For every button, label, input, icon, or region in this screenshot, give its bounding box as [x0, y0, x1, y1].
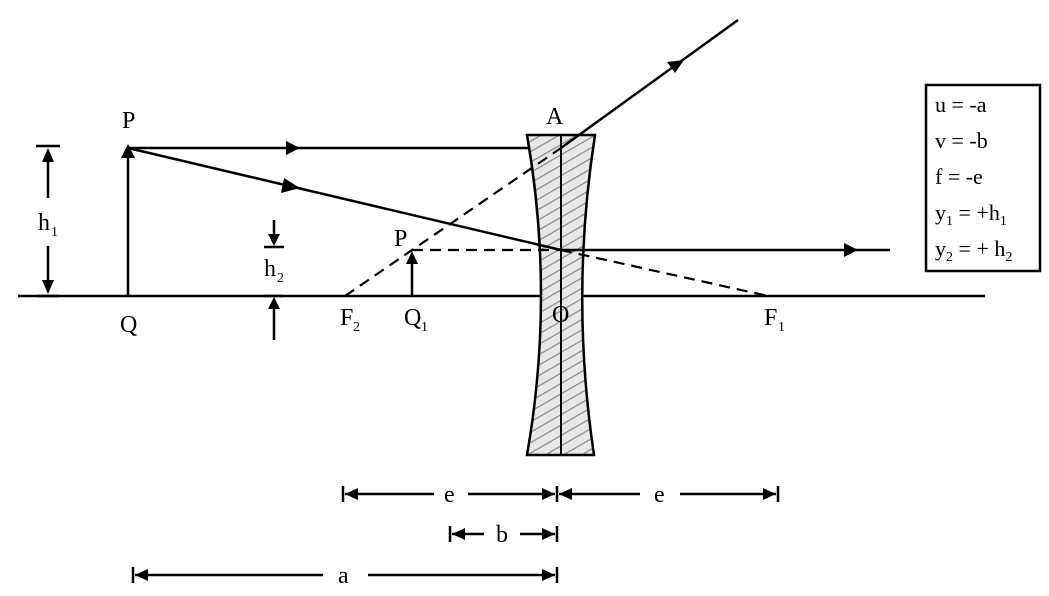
dashed-to-f1: [560, 248, 769, 298]
h1-arrow-down: [42, 280, 54, 294]
label-a: a: [338, 563, 349, 589]
sign-convention-box: [924, 83, 1042, 273]
h2-arrow-up: [268, 297, 280, 309]
legend-v: v = -b: [935, 128, 988, 153]
label-h2-sub: 2: [277, 271, 284, 286]
label-b: b: [496, 522, 508, 548]
legend-y1: y1 = +h1: [935, 200, 1007, 229]
label-Q1: Q: [404, 305, 421, 331]
ray-refracted-arrow: [667, 60, 684, 73]
ray-refracted-upward: [560, 18, 739, 150]
label-F2: F: [340, 305, 353, 331]
label-P1: P: [394, 226, 407, 252]
dashed-back-extension: [344, 147, 562, 297]
dist-e-left-arrow-r: [542, 488, 555, 500]
legend-f: f = -e: [935, 164, 983, 189]
object-arrowhead: [121, 144, 135, 158]
dist-a-arrow-r: [542, 569, 555, 581]
dist-e-left-arrow-l: [345, 488, 358, 500]
dist-b-arrow-r: [542, 528, 555, 540]
label-h1: h: [38, 210, 50, 236]
image-arrowhead: [406, 251, 418, 264]
label-e-left: e: [444, 482, 455, 508]
dist-e-right-arrow-r: [763, 488, 776, 500]
label-Q1-sub: 1: [421, 320, 428, 335]
label-F1-sub: 1: [778, 320, 785, 335]
ray-toward-center: [127, 146, 562, 252]
ray-parallel-arrow: [286, 141, 300, 155]
label-A: A: [546, 104, 564, 130]
dist-a-arrow-l: [135, 569, 148, 581]
label-h1-sub: 1: [51, 225, 58, 240]
label-F2-sub: 2: [353, 320, 360, 335]
h1-arrow-up: [42, 148, 54, 162]
label-O: O: [552, 302, 569, 328]
label-e-right: e: [654, 482, 665, 508]
dist-b-arrow-l: [452, 528, 465, 540]
ray-emerging-arrow: [844, 243, 858, 257]
legend-u: u = -a: [935, 92, 987, 117]
label-F1: F: [764, 305, 777, 331]
ray-toward-center-arrow: [281, 178, 300, 193]
label-P: P: [122, 108, 135, 134]
dist-e-right-arrow-l: [559, 488, 572, 500]
legend-y2: y2 = + h2: [935, 236, 1012, 265]
h2-arrow-down: [268, 234, 280, 246]
label-Q: Q: [120, 312, 137, 338]
label-h2: h: [264, 256, 276, 282]
